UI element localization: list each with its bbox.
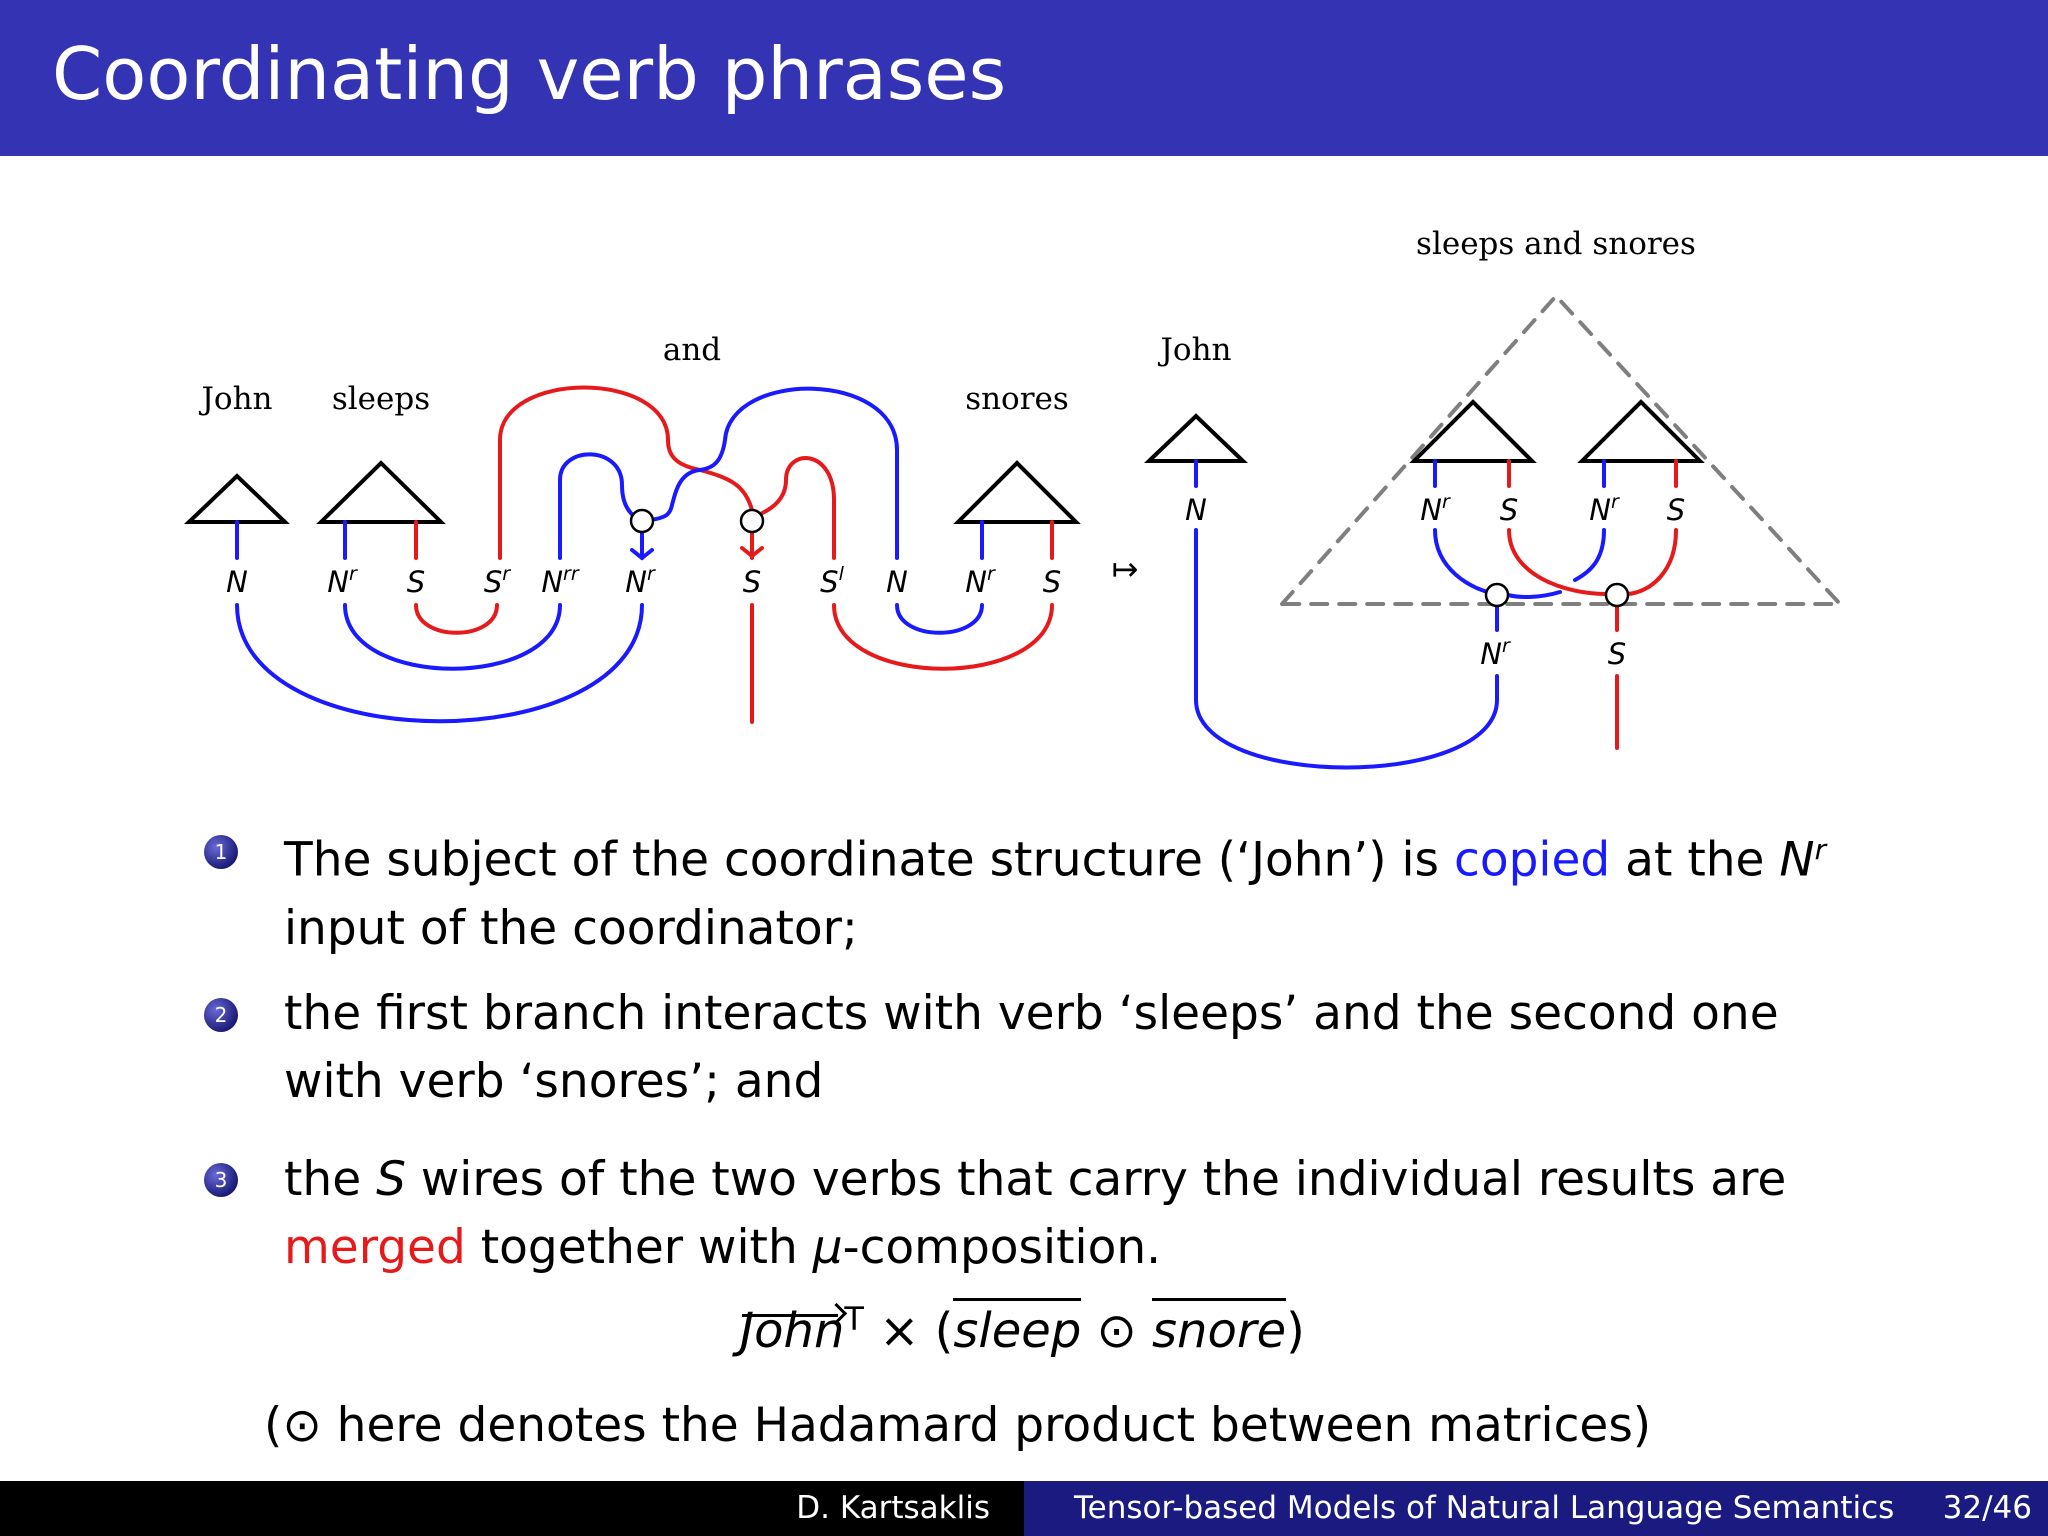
- merge-node: [739, 508, 765, 534]
- type-s-snores: S: [1043, 565, 1061, 599]
- cup-n-nr-snores: [895, 603, 984, 635]
- merged-highlight: merged: [284, 1220, 466, 1275]
- john-cup-right: [1194, 528, 1499, 770]
- type-s-sleeps: S: [407, 565, 425, 599]
- cup-s-sr: [414, 603, 499, 635]
- sleeps-triangle-right: [1409, 399, 1537, 463]
- maps-to-arrow: ↦: [1112, 550, 1139, 588]
- item-2-number: 2: [204, 998, 238, 1032]
- copy-node-arrow: [630, 548, 654, 561]
- and-blue-inner: [558, 452, 642, 560]
- type-nr-sleeps: Nr: [327, 563, 358, 599]
- cup-sl-s-snores: [832, 603, 1054, 671]
- type-nr-sleeps-right: Nr: [1420, 491, 1451, 527]
- sleeps-nr-to-copy: [1433, 528, 1499, 596]
- type-n-and: N: [886, 565, 908, 599]
- type-nrr-and: Nrr: [541, 563, 580, 599]
- type-nr-snores-right: Nr: [1589, 491, 1620, 527]
- type-n-john-right: N: [1185, 493, 1207, 527]
- and-red-outer: [498, 385, 754, 560]
- john-triangle: [184, 473, 290, 524]
- copied-highlight: copied: [1453, 832, 1611, 888]
- footer-title: Tensor-based Models of Natural Language …: [1074, 1490, 1895, 1526]
- word-sleeps: sleeps: [332, 381, 430, 417]
- type-s-sleeps-right: S: [1500, 493, 1518, 527]
- string-diagram: John sleeps and snores John sleeps and s…: [184, 226, 1845, 770]
- cup-nr-nrr: [343, 603, 562, 671]
- footnote: (⊙ here denotes the Hadamard product bet…: [264, 1398, 1652, 1453]
- item-3-text: the S wires of the two verbs that carry …: [284, 1152, 1787, 1275]
- sleeps-triangle: [316, 460, 446, 524]
- type-nr-and: Nr: [625, 563, 656, 599]
- type-s-output-right: S: [1608, 637, 1626, 671]
- type-nr-snores: Nr: [965, 563, 996, 599]
- footer-author: D. Kartsaklis: [0, 1481, 1024, 1536]
- type-sr-and: Sr: [484, 563, 511, 599]
- snores-s-to-merge: [1626, 528, 1678, 596]
- item-1-number: 1: [204, 835, 238, 869]
- type-sl-and: Sl: [820, 563, 844, 599]
- type-nr-output-right: Nr: [1480, 635, 1511, 671]
- word-group: sleeps and snores: [1416, 226, 1696, 262]
- type-s-snores-right: S: [1667, 493, 1685, 527]
- merge-node-right: [1604, 582, 1630, 608]
- item-2-text: the first branch interacts with verb ‘sl…: [284, 986, 1779, 1109]
- snores-triangle: [953, 460, 1081, 524]
- title-bar: Coordinating verb phrases: [0, 0, 2048, 156]
- sleeps-s-to-merge: [1507, 528, 1608, 596]
- formula-arrow-icon: [740, 1302, 848, 1325]
- word-john-right: John: [1157, 332, 1231, 368]
- word-and: and: [663, 332, 721, 368]
- and-blue-outer: [648, 386, 899, 560]
- formula: John T × (sleep ⊙ snore): [740, 1298, 1305, 1359]
- copy-node: [629, 508, 655, 534]
- merge-node-arrow: [740, 546, 764, 559]
- john-triangle-right: [1144, 413, 1248, 463]
- snores-nr-to-copy: [1506, 528, 1606, 599]
- item-3-number: 3: [204, 1163, 238, 1197]
- word-snores: snores: [965, 381, 1069, 417]
- type-n-john: N: [226, 565, 248, 599]
- type-s-and: S: [743, 565, 761, 599]
- and-red-inner: [756, 456, 836, 560]
- slide-title: Coordinating verb phrases: [52, 32, 1007, 116]
- copy-node-right: [1484, 582, 1510, 608]
- item-1-text: The subject of the coordinate structure …: [284, 832, 1827, 956]
- footer-right: Tensor-based Models of Natural Language …: [1024, 1481, 2048, 1536]
- word-john: John: [198, 381, 272, 417]
- page-number: 32/46: [1942, 1490, 2032, 1526]
- snores-triangle-right: [1577, 399, 1705, 463]
- cup-john-nr: [235, 603, 644, 724]
- dashed-group-triangle: [1277, 293, 1845, 606]
